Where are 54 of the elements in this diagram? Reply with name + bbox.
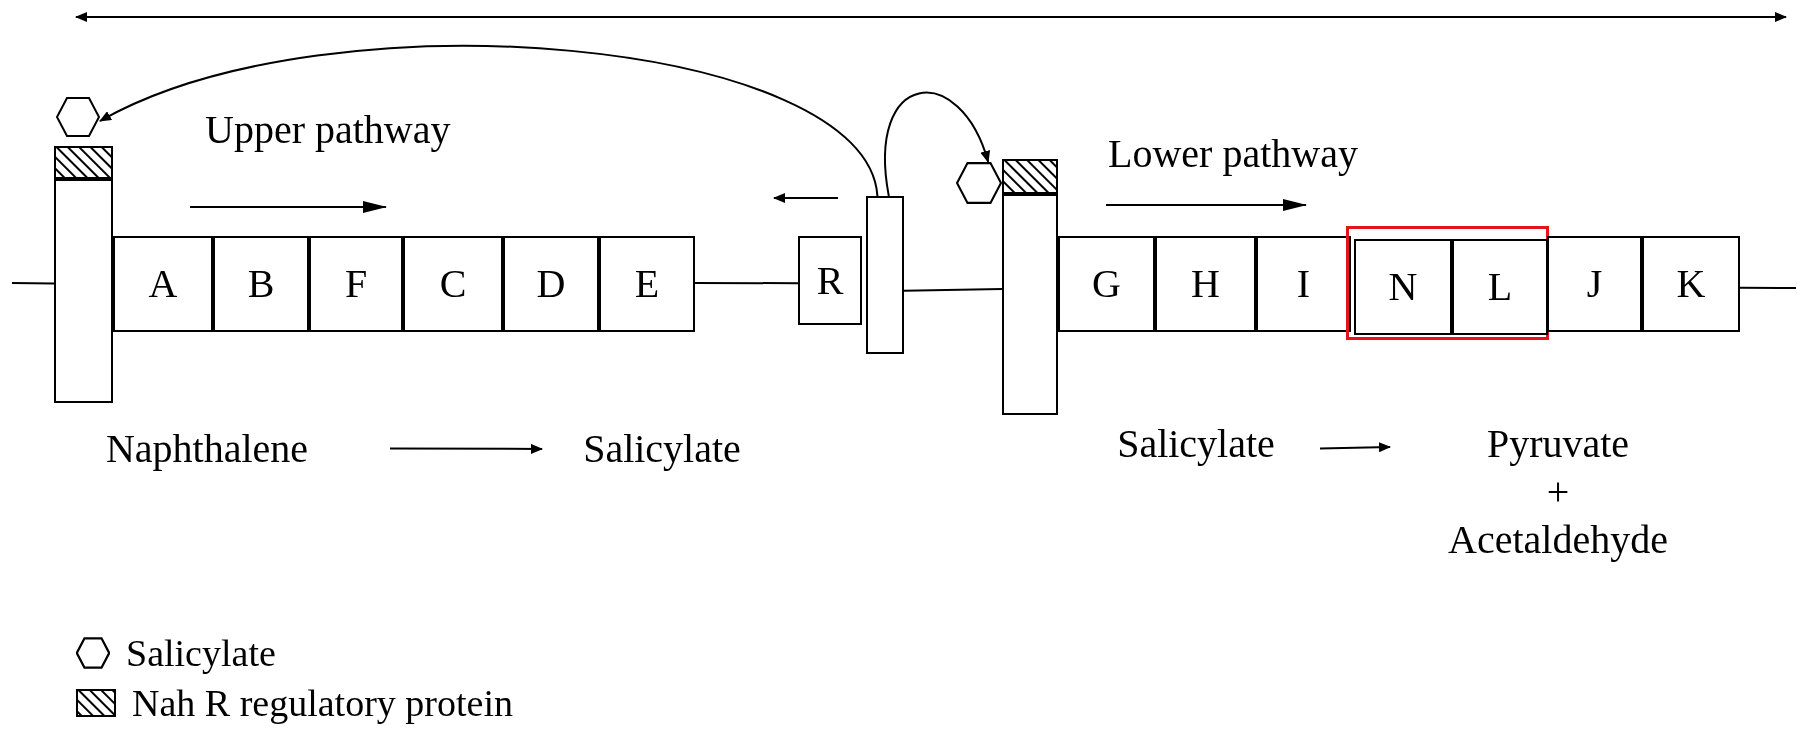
- promoter-bar: [866, 196, 904, 354]
- promoter-bar: [54, 179, 113, 403]
- arrow: [389, 443, 543, 454]
- gene-box: [309, 236, 403, 332]
- legend-label: Nah R regulatory protein: [132, 681, 513, 726]
- gene-box: [1256, 236, 1351, 332]
- gene-box: [503, 236, 599, 332]
- gene-label: B: [247, 260, 275, 308]
- compound-label: Naphthalene: [105, 425, 309, 473]
- pathway-label: Lower pathway: [1108, 130, 1358, 178]
- gene-label: C: [439, 260, 467, 308]
- highlight-box: [1346, 226, 1549, 340]
- arrow: [1319, 442, 1391, 453]
- connector-line: [694, 282, 799, 285]
- gene-label: E: [634, 260, 660, 308]
- gene-box: [1058, 236, 1155, 332]
- gene-label: J: [1586, 260, 1603, 308]
- gene-box: [213, 236, 309, 332]
- hexagon-node: [956, 162, 1002, 204]
- gene-box: [1155, 236, 1256, 332]
- gene-box: [403, 236, 503, 332]
- compound-label: Pyruvate: [1486, 420, 1630, 468]
- compound-label: +: [1546, 468, 1570, 516]
- regulator-block: [1002, 159, 1058, 194]
- gene-label: R: [816, 256, 844, 305]
- gene-box: [798, 236, 862, 325]
- connector-line: [1739, 286, 1797, 289]
- regulator-block: [54, 146, 113, 179]
- gene-label: N: [1388, 263, 1418, 311]
- gene-label: H: [1191, 260, 1220, 308]
- gene-box: [1354, 239, 1452, 335]
- compound-label: Salicylate: [583, 425, 741, 473]
- gene-label: F: [344, 260, 368, 308]
- gene-box: [599, 236, 695, 332]
- connector-line: [11, 282, 55, 285]
- legend-label: Salicylate: [126, 631, 276, 676]
- compound-label: Acetaldehyde: [1448, 516, 1668, 564]
- hexagon-node: [56, 97, 100, 137]
- arrow: [99, 45, 879, 197]
- gene-box: [1547, 236, 1642, 332]
- gene-label: A: [148, 260, 178, 308]
- gene-label: I: [1296, 260, 1311, 308]
- gene-box: [1452, 239, 1548, 335]
- compound-label: Salicylate: [1117, 420, 1275, 468]
- promoter-bar: [1002, 194, 1058, 415]
- gene-label: G: [1092, 260, 1121, 308]
- gene-label: D: [536, 260, 566, 308]
- gene-box: [113, 236, 213, 332]
- gene-box: [1642, 236, 1740, 332]
- gene-label: K: [1676, 260, 1706, 308]
- connector-line: [903, 288, 1003, 292]
- arrow: [884, 92, 990, 197]
- gene-label: L: [1487, 263, 1513, 311]
- pathway-label: Upper pathway: [205, 106, 451, 154]
